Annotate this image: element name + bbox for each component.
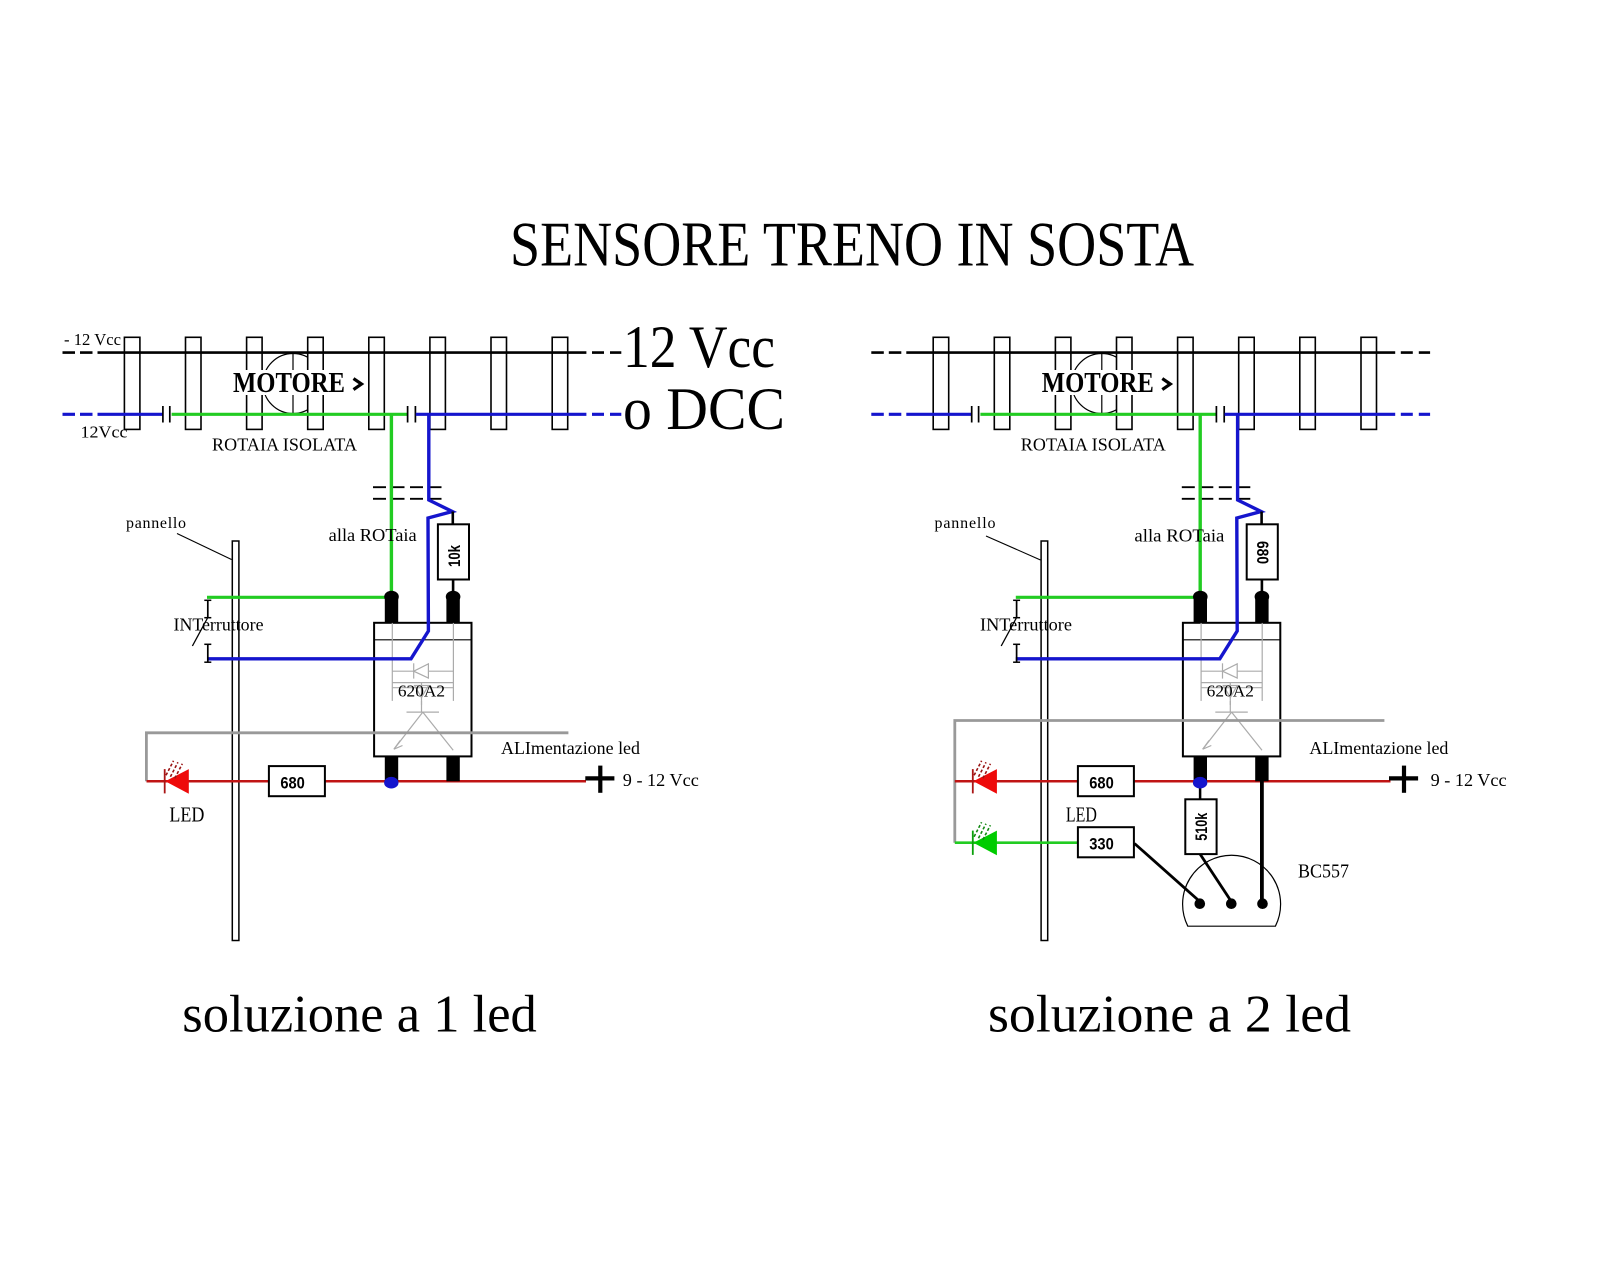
svg-text:ALImentazione led: ALImentazione led bbox=[501, 738, 640, 758]
svg-text:680: 680 bbox=[1089, 774, 1114, 793]
svg-text:12Vcc: 12Vcc bbox=[81, 423, 128, 442]
svg-text:9 - 12 Vcc: 9 - 12 Vcc bbox=[1431, 770, 1507, 790]
svg-text:510k: 510k bbox=[1192, 812, 1211, 840]
svg-text:INTerruttore: INTerruttore bbox=[174, 615, 264, 635]
svg-text:soluzione a 2 led: soluzione a 2 led bbox=[988, 986, 1351, 1044]
svg-text:10k: 10k bbox=[445, 545, 464, 567]
svg-text:alla ROTaia: alla ROTaia bbox=[329, 525, 417, 545]
svg-text:soluzione a 1 led: soluzione a 1 led bbox=[182, 986, 537, 1044]
svg-text:9 - 12 Vcc: 9 - 12 Vcc bbox=[623, 770, 699, 790]
svg-text:pannello: pannello bbox=[935, 515, 996, 532]
svg-text:LED: LED bbox=[1066, 803, 1097, 827]
svg-text:- 12 Vcc: - 12 Vcc bbox=[64, 330, 121, 349]
svg-text:SENSORE TRENO IN SOSTA: SENSORE TRENO IN SOSTA bbox=[510, 209, 1194, 280]
svg-text:680: 680 bbox=[1253, 541, 1272, 564]
svg-text:680: 680 bbox=[280, 774, 305, 793]
svg-text:330: 330 bbox=[1089, 835, 1114, 854]
svg-text:alla ROTaia: alla ROTaia bbox=[1134, 526, 1224, 546]
svg-text:ALImentazione led: ALImentazione led bbox=[1309, 738, 1448, 758]
svg-text:LED: LED bbox=[169, 803, 204, 827]
svg-text:620A2: 620A2 bbox=[398, 682, 445, 701]
svg-text:620A2: 620A2 bbox=[1207, 682, 1254, 701]
svg-text:12 Vcc: 12 Vcc bbox=[623, 314, 775, 380]
svg-text:pannello: pannello bbox=[126, 515, 186, 532]
svg-text:INTerruttore: INTerruttore bbox=[980, 615, 1072, 635]
svg-text:BC557: BC557 bbox=[1298, 861, 1349, 883]
svg-text:o DCC: o DCC bbox=[623, 376, 785, 442]
